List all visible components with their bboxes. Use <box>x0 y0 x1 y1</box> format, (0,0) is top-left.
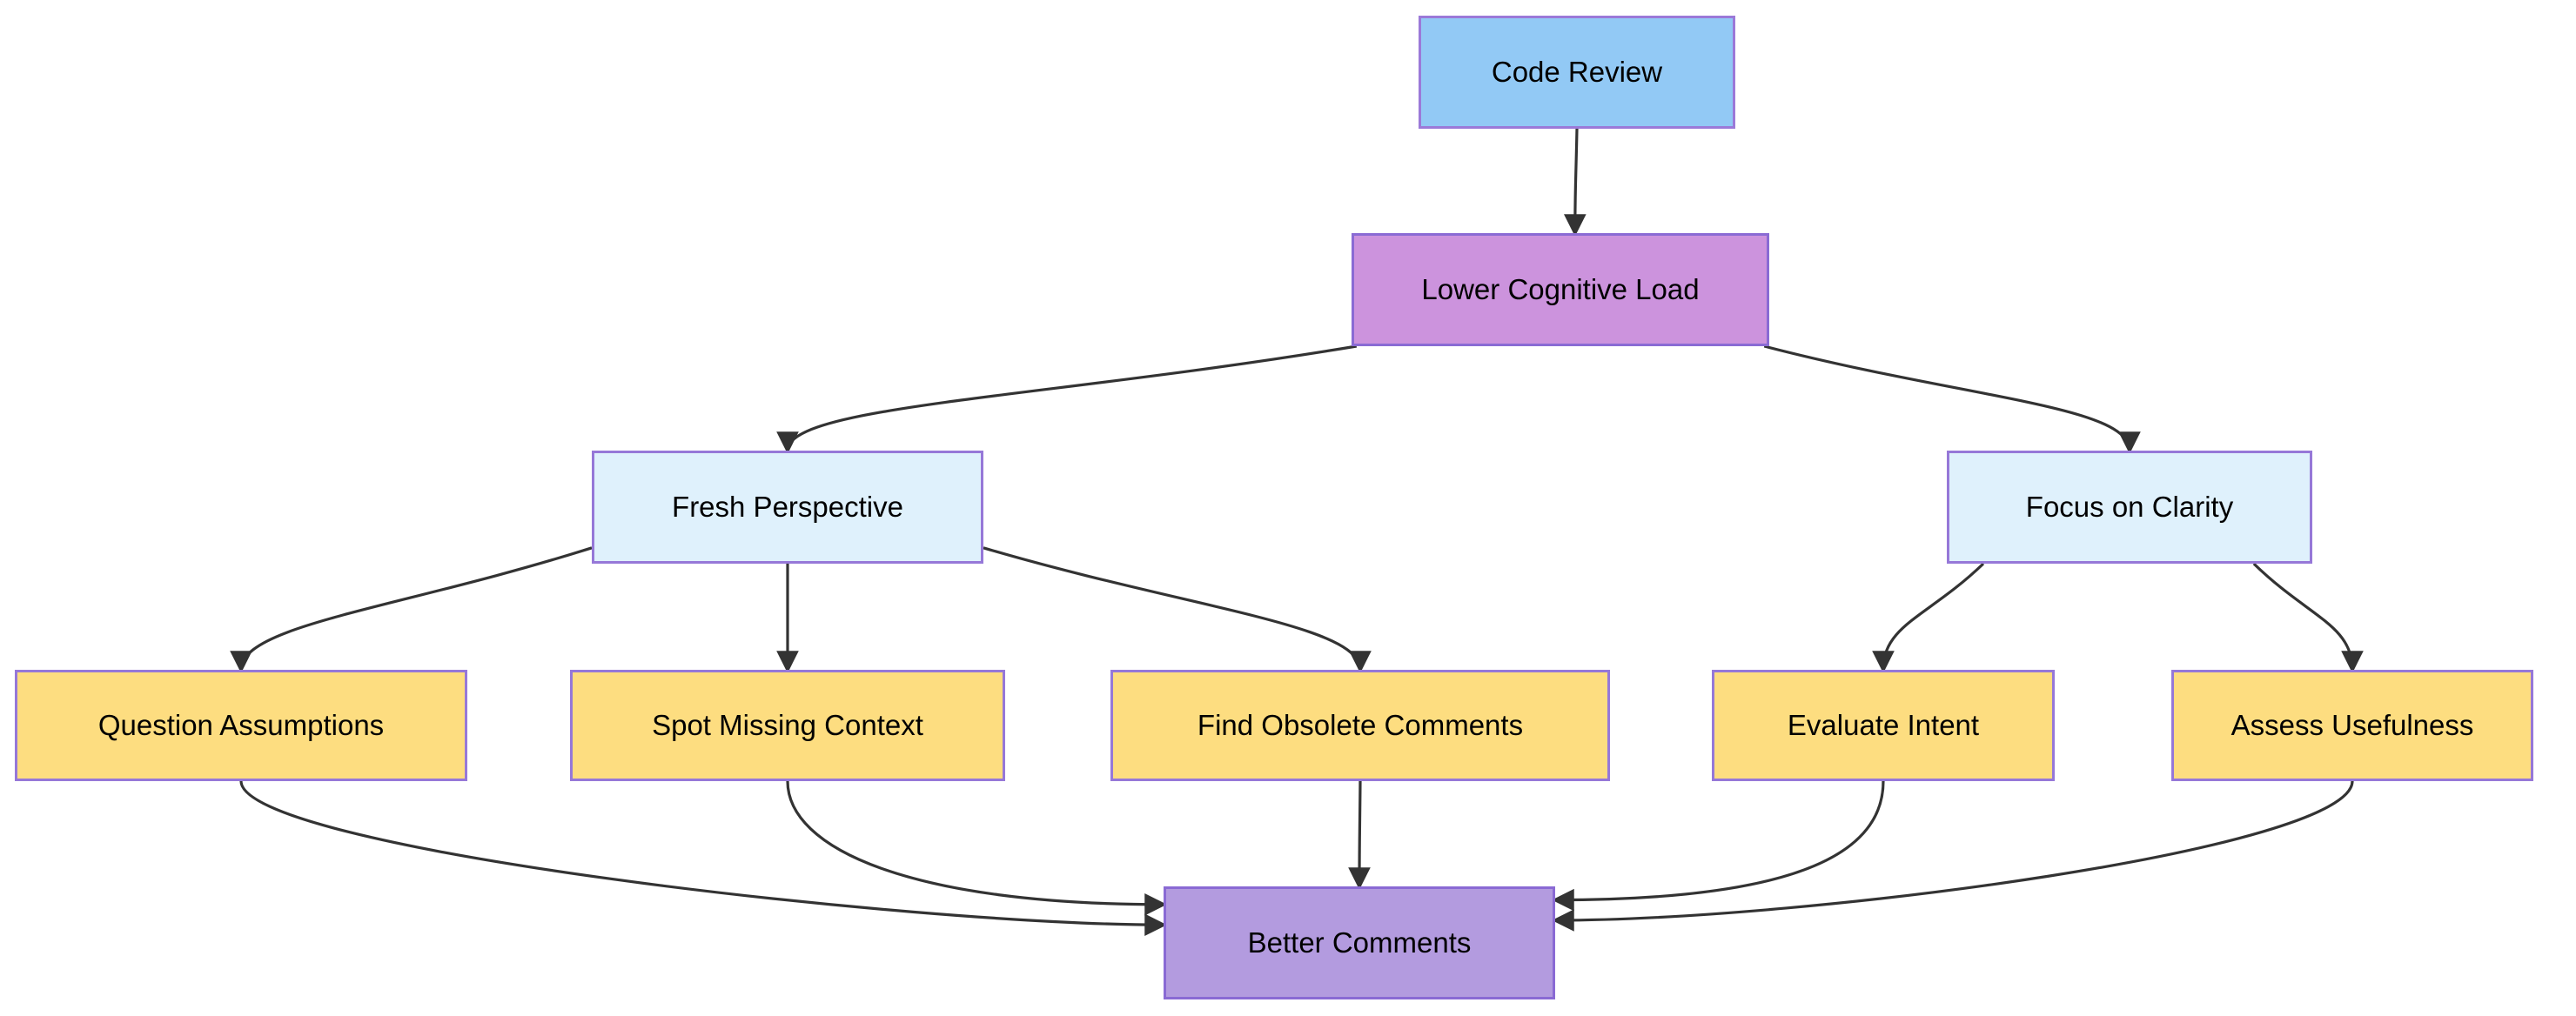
edge-find-obsolete-comments-to-better-comments <box>1348 780 1371 890</box>
node-code-review: Code Review <box>1419 16 1735 129</box>
edge-focus-on-clarity-to-assess-usefulness <box>2252 562 2364 673</box>
node-question-assumptions: Question Assumptions <box>15 670 467 781</box>
node-better-comments: Better Comments <box>1164 886 1555 999</box>
node-assess-usefulness: Assess Usefulness <box>2171 670 2533 781</box>
node-label: Fresh Perspective <box>672 491 903 524</box>
node-label: Spot Missing Context <box>652 709 923 742</box>
node-fresh-perspective: Fresh Perspective <box>592 451 983 564</box>
node-focus-on-clarity: Focus on Clarity <box>1947 451 2312 564</box>
edge-focus-on-clarity-to-evaluate-intent <box>1872 562 1985 673</box>
node-spot-missing-context: Spot Missing Context <box>570 670 1005 781</box>
node-label: Question Assumptions <box>97 709 385 742</box>
node-find-obsolete-comments: Find Obsolete Comments <box>1110 670 1610 781</box>
node-evaluate-intent: Evaluate Intent <box>1712 670 2055 781</box>
edge-fresh-perspective-to-question-assumptions <box>230 546 593 673</box>
node-label: Evaluate Intent <box>1787 709 1980 742</box>
edge-question-assumptions-to-better-comments <box>239 780 1167 936</box>
node-lower-cognitive-load: Lower Cognitive Load <box>1352 233 1769 346</box>
edge-code-review-to-lower-cognitive-load <box>1564 128 1587 237</box>
edge-lower-cognitive-load-to-focus-on-clarity <box>1763 344 2141 454</box>
node-label: Lower Cognitive Load <box>1421 273 1700 306</box>
edge-assess-usefulness-to-better-comments <box>1552 780 2354 932</box>
edge-lower-cognitive-load-to-fresh-perspective <box>776 344 1358 454</box>
edge-spot-missing-context-to-better-comments <box>786 780 1167 916</box>
node-label: Find Obsolete Comments <box>1197 709 1524 742</box>
node-label: Code Review <box>1491 56 1663 89</box>
node-label: Assess Usefulness <box>2231 709 2474 742</box>
node-label: Better Comments <box>1247 926 1472 959</box>
edge-evaluate-intent-to-better-comments <box>1552 780 1885 912</box>
node-label: Focus on Clarity <box>2025 491 2234 524</box>
edge-fresh-perspective-to-find-obsolete-comments <box>983 546 1372 673</box>
